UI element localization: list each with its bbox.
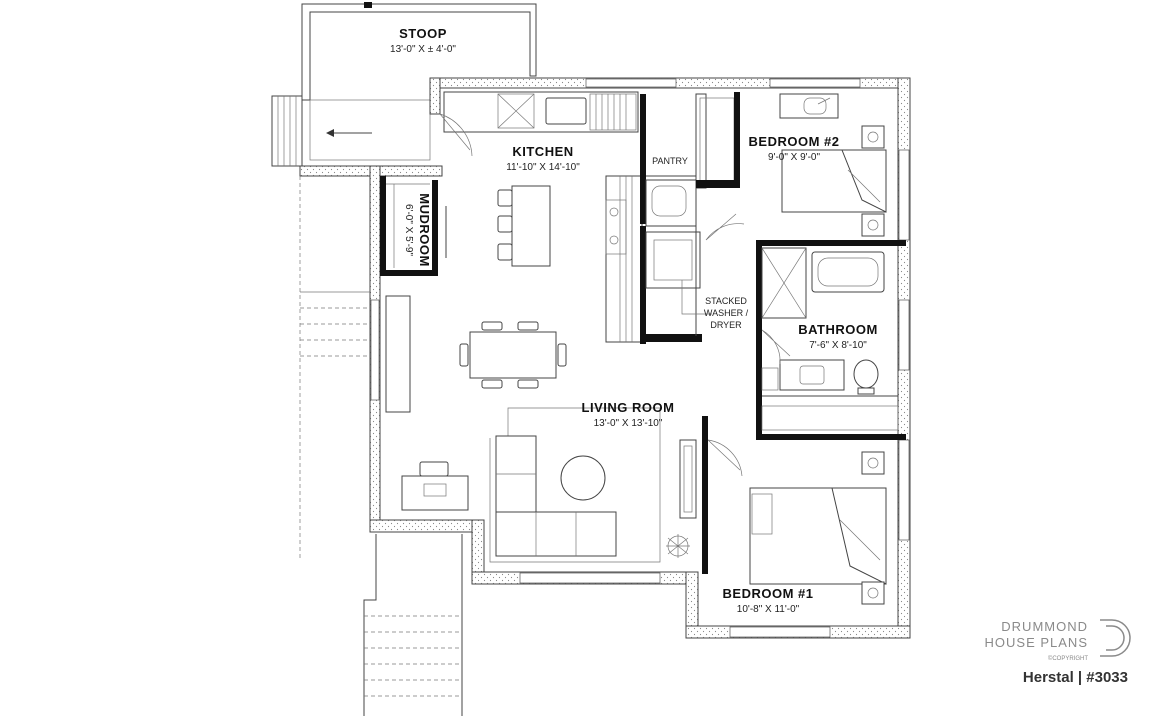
brand-logo: DRUMMOND HOUSE PLANS ©COPYRIGHT Herstal … bbox=[985, 619, 1131, 686]
logo-mark-icon bbox=[1100, 619, 1131, 657]
sink-icon bbox=[545, 97, 587, 125]
exterior-stairs-bottom bbox=[363, 534, 463, 716]
room-labels: STOOP 13'-0" X ± 4'-0" KITCHEN 11'-10" X… bbox=[390, 26, 878, 615]
mudroom-dims: 6'-0" X 5'-9" bbox=[403, 204, 414, 257]
mudroom-area bbox=[380, 176, 447, 276]
stoop-area bbox=[271, 2, 537, 167]
mudroom-label: MUDROOM bbox=[417, 193, 432, 267]
stoop-stairs bbox=[271, 95, 303, 167]
laundry-line-1: STACKED bbox=[705, 296, 747, 306]
pantry-area bbox=[640, 94, 697, 227]
exterior-stairs-left bbox=[299, 176, 370, 560]
bedroom-2-label: BEDROOM #2 bbox=[749, 134, 840, 149]
sectional-sofa bbox=[489, 407, 661, 563]
exterior-walls bbox=[299, 77, 911, 639]
bedroom-1-dims: 10'-8" X 11'-0" bbox=[737, 604, 800, 615]
plant-icon bbox=[666, 534, 690, 558]
bathroom-label: BATHROOM bbox=[798, 322, 878, 337]
brand-line-2: HOUSE PLANS bbox=[985, 635, 1088, 650]
brand-copyright: ©COPYRIGHT bbox=[1048, 655, 1088, 662]
stoop-label: STOOP bbox=[399, 26, 447, 41]
laundry-line-3: DRYER bbox=[710, 320, 742, 330]
bedroom-1-area bbox=[702, 400, 906, 605]
bedroom-2-area bbox=[695, 92, 906, 246]
living-room-dims: 13'-0" X 13'-10" bbox=[594, 418, 663, 429]
kitchen-dims: 11'-10" X 14'-10" bbox=[506, 162, 580, 173]
stoop-dims: 13'-0" X ± 4'-0" bbox=[390, 44, 456, 55]
living-area bbox=[385, 295, 697, 563]
plan-name: Herstal | #3033 bbox=[1023, 669, 1128, 686]
kitchen-area bbox=[439, 91, 643, 343]
laundry-area bbox=[640, 190, 745, 344]
living-room-label: LIVING ROOM bbox=[582, 400, 675, 415]
pantry-label: PANTRY bbox=[652, 156, 688, 166]
bedroom-1-label: BEDROOM #1 bbox=[723, 586, 814, 601]
dining-table bbox=[459, 321, 567, 389]
kitchen-island bbox=[497, 185, 551, 267]
kitchen-label: KITCHEN bbox=[512, 144, 573, 159]
laundry-line-2: WASHER / bbox=[704, 308, 749, 318]
bathroom-area bbox=[756, 240, 898, 440]
desk bbox=[401, 461, 469, 511]
brand-line-1: DRUMMOND bbox=[1001, 619, 1088, 634]
bedroom-2-dims: 9'-0" X 9'-0" bbox=[768, 152, 821, 163]
bathroom-dims: 7'-6" X 8'-10" bbox=[809, 340, 867, 351]
